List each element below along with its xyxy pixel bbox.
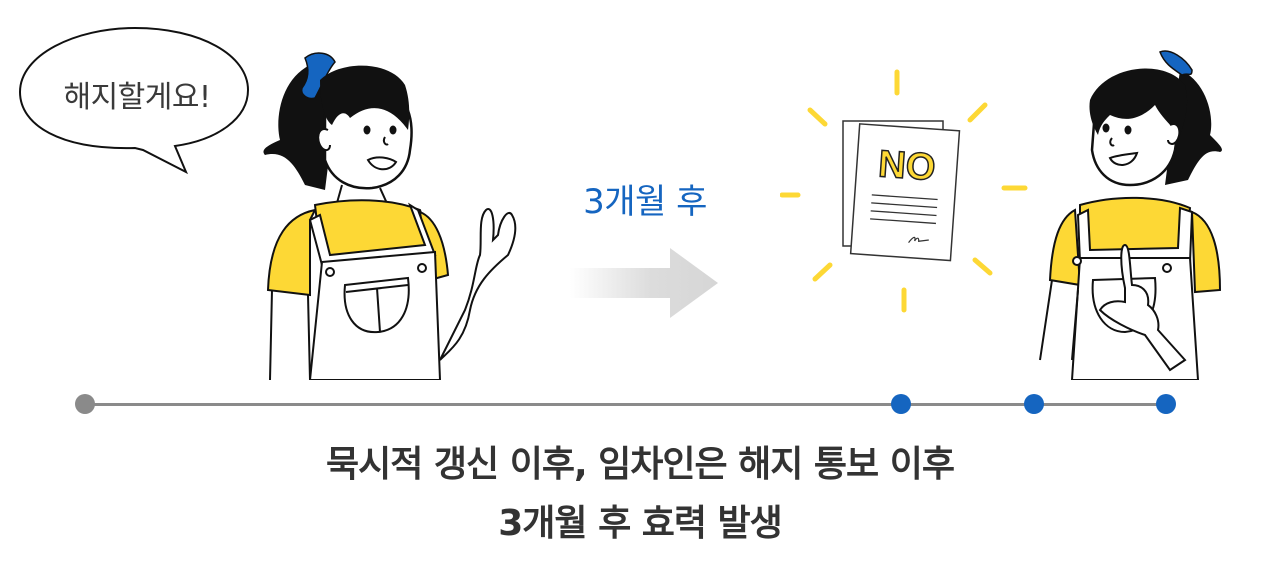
timeline-point-mid <box>1024 394 1044 414</box>
period-label: 3개월 후 <box>583 182 707 222</box>
caption-line-1: 묵시적 갱신 이후, 임차인은 해지 통보 이후 <box>326 444 955 485</box>
timeline-line <box>85 403 1167 406</box>
rejected-document-icon: NO <box>780 69 1028 313</box>
person-left-illustration <box>263 52 517 380</box>
timeline-point-start <box>75 394 95 414</box>
gradient-right-arrow-icon <box>570 248 718 318</box>
timeline-point-effective <box>1156 394 1176 414</box>
person-right-illustration <box>1039 50 1222 380</box>
speech-bubble <box>18 26 250 175</box>
caption-line-2: 3개월 후 효력 발생 <box>498 503 783 544</box>
speech-bubble-text: 해지할게요! <box>63 80 211 115</box>
timeline-point-notice <box>891 394 911 414</box>
stamp-text: NO <box>877 143 937 189</box>
